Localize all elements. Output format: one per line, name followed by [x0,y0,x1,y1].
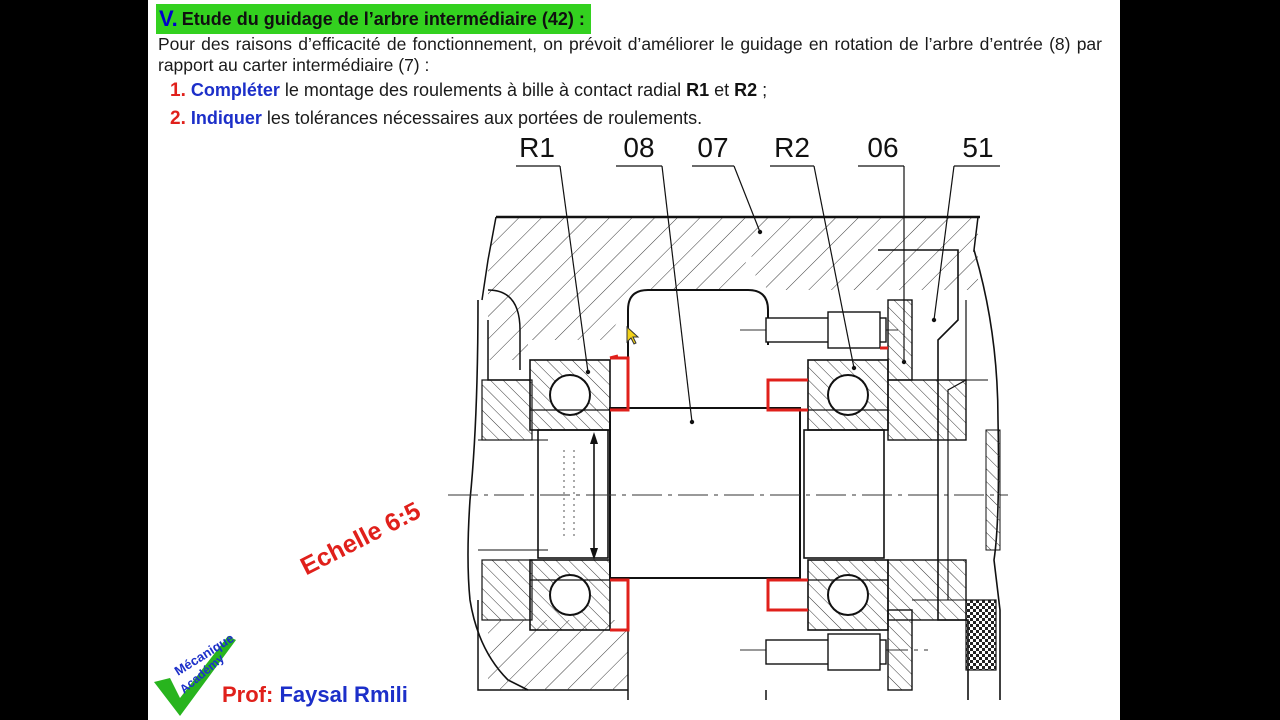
section-number: V. [159,6,178,31]
question-number: 1. [170,80,186,101]
author-credit: Prof: Faysal Rmili [222,682,408,708]
bearing-r1 [529,359,611,631]
label-r1: R1 [519,132,555,163]
label-51: 51 [962,132,993,163]
question-joiner: et [709,80,735,100]
technical-drawing: R1 08 07 R2 06 51 [448,132,1008,700]
label-r2: R2 [774,132,810,163]
question-tail: ; [757,80,768,100]
section-heading: V. Etude du guidage de l’arbre intermédi… [156,4,591,34]
label-07: 07 [697,132,728,163]
question-number: 2. [170,108,186,129]
question-verb: Compléter [190,80,280,100]
intro-paragraph: Pour des raisons d’efficacité de fonctio… [158,34,1102,75]
checkmark-logo-icon [154,636,236,716]
bearing-ref-r2: R2 [734,80,758,100]
question-1: 1. Compléter le montage des roulements à… [170,80,767,102]
right-assembly [627,249,1001,700]
mouse-pointer-icon [626,326,640,345]
label-06: 06 [867,132,898,163]
tolerance-marks[interactable] [609,346,888,632]
label-08: 08 [623,132,654,163]
leader-dots [585,229,937,425]
question-text: les tolérances nécessaires aux portées d… [261,108,703,128]
author-prefix: Prof: [222,682,274,707]
author-name: Faysal Rmili [279,682,408,707]
oil-slot [627,289,769,410]
section-title: Etude du guidage de l’arbre intermédiair… [181,8,585,29]
slide: V. Etude du guidage de l’arbre intermédi… [148,0,1120,720]
question-verb: Indiquer [190,108,262,128]
logo: Mécanique Académy [154,632,237,716]
bearing-r2 [807,359,889,631]
leader-lines [516,165,1000,423]
question-text: le montage des roulements à bille à cont… [279,80,687,100]
shaft-08 [448,329,1008,651]
housing-outline-left [467,299,529,691]
question-2: 2. Indiquer les tolérances nécessaires a… [170,108,702,130]
bearing-ref-r1: R1 [686,80,710,100]
